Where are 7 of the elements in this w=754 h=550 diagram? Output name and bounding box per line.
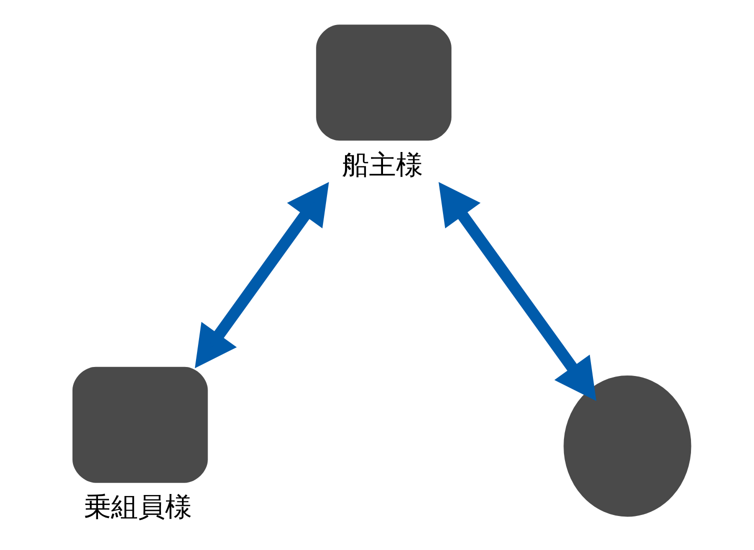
arrow xyxy=(194,182,328,368)
node-box xyxy=(316,24,451,141)
node-box xyxy=(72,366,208,483)
arrow xyxy=(438,182,596,401)
node-person xyxy=(563,376,691,517)
node-label: 乗組員様 xyxy=(84,492,192,524)
node-label: 船主様 xyxy=(342,150,423,181)
